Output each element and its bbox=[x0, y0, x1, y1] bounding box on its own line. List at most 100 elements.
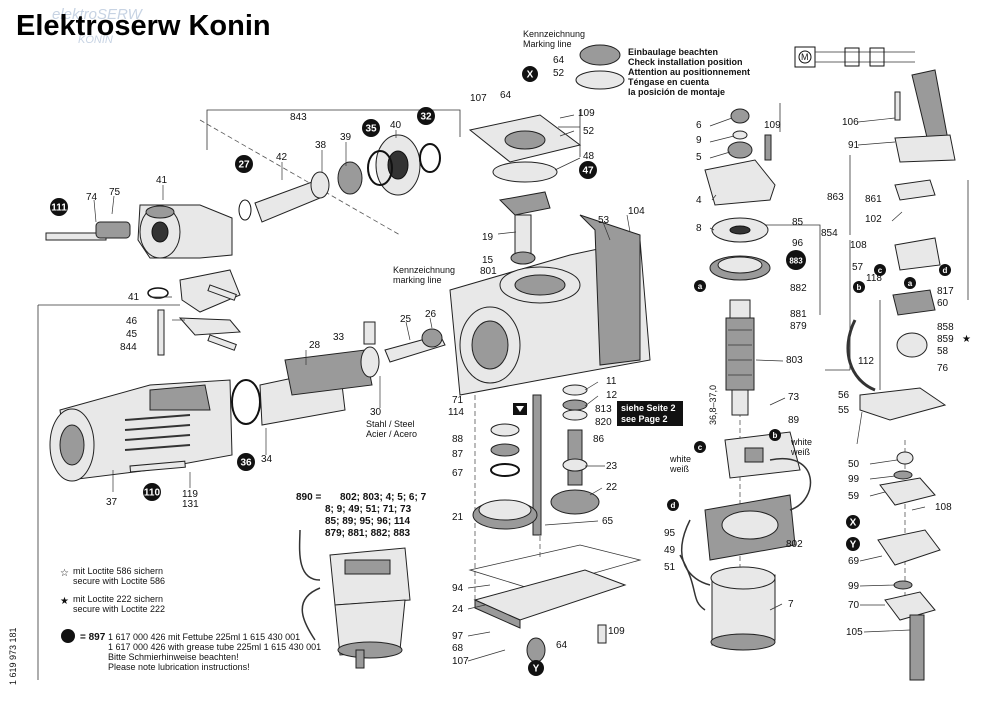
label-71: 71 bbox=[452, 395, 464, 406]
svg-text:Kennzeichnung: Kennzeichnung bbox=[523, 29, 585, 39]
label-67: 67 bbox=[452, 468, 464, 479]
label-107a: 107 bbox=[470, 93, 487, 104]
label-74: 74 bbox=[86, 192, 98, 203]
label-879: 879 bbox=[790, 321, 807, 332]
label-97: 97 bbox=[452, 631, 464, 642]
svg-text:Acier / Acero: Acier / Acero bbox=[366, 429, 417, 439]
label-28: 28 bbox=[309, 340, 321, 351]
label-56: 56 bbox=[838, 390, 850, 401]
assembled-unit-illustration bbox=[298, 529, 411, 669]
label-41b: 41 bbox=[128, 292, 140, 303]
label-6: 6 bbox=[696, 120, 702, 131]
svg-text:d: d bbox=[943, 266, 948, 275]
label-69: 69 bbox=[848, 556, 860, 567]
svg-text:35: 35 bbox=[365, 124, 377, 135]
part-switch bbox=[894, 237, 941, 271]
label-33: 33 bbox=[333, 332, 345, 343]
callout-b-left: b bbox=[769, 429, 781, 441]
label-48: 48 bbox=[583, 151, 595, 162]
svg-text:110: 110 bbox=[144, 488, 161, 499]
part-armature bbox=[725, 317, 755, 391]
svg-text:47: 47 bbox=[582, 166, 594, 177]
svg-text:Téngase en cuenta: Téngase en cuenta bbox=[628, 77, 710, 87]
striker-group bbox=[49, 321, 446, 482]
label-49: 49 bbox=[664, 545, 676, 556]
label-53: 53 bbox=[598, 215, 610, 226]
svg-text:Please note lubrication instru: Please note lubrication instructions! bbox=[108, 662, 250, 672]
label-859: 859 bbox=[937, 334, 954, 345]
part-striker bbox=[284, 349, 373, 396]
label-114: 114 bbox=[448, 407, 464, 418]
svg-text:1 617 000 426 mit Fettube 225m: 1 617 000 426 mit Fettube 225ml 1 615 43… bbox=[108, 632, 300, 642]
rear-handle-group bbox=[846, 69, 956, 681]
label-7: 7 bbox=[788, 599, 794, 610]
svg-text:marking line: marking line bbox=[393, 275, 442, 285]
page-ref-box: siehe Seite 2 see Page 2 bbox=[617, 401, 683, 426]
svg-text:Kennzeichnung: Kennzeichnung bbox=[393, 265, 455, 275]
callout-y-right: Y bbox=[846, 537, 860, 551]
label-50: 50 bbox=[848, 459, 860, 470]
label-42: 42 bbox=[276, 152, 288, 163]
svg-text:Stahl / Steel: Stahl / Steel bbox=[366, 419, 415, 429]
callout-y-bottom: Y bbox=[528, 660, 544, 676]
label-99b: 99 bbox=[848, 581, 860, 592]
svg-text:white: white bbox=[669, 454, 691, 464]
label-108a: 108 bbox=[850, 240, 867, 251]
switch-schematic: M bbox=[794, 46, 915, 68]
label-854: 854 bbox=[821, 228, 838, 239]
label-112: 112 bbox=[858, 356, 874, 367]
callout-111: 111 bbox=[50, 198, 68, 216]
material-note: Stahl / Steel Acier / Acero bbox=[366, 419, 417, 439]
watermark-sub: KONIN bbox=[78, 34, 113, 46]
label-5: 5 bbox=[696, 152, 702, 163]
svg-text:white: white bbox=[790, 437, 812, 447]
page-title: Elektroserw Konin bbox=[16, 10, 271, 42]
label-109a: 109 bbox=[578, 108, 595, 119]
label-106: 106 bbox=[842, 117, 859, 128]
label-882: 882 bbox=[790, 283, 807, 294]
label-801: 801 bbox=[480, 266, 497, 277]
svg-text:mit Loctite 222 sichern: mit Loctite 222 sichern bbox=[73, 594, 163, 604]
label-85: 85 bbox=[792, 217, 804, 228]
svg-text:X: X bbox=[527, 70, 534, 81]
label-75: 75 bbox=[109, 187, 121, 198]
callout-36: 36 bbox=[237, 453, 255, 471]
part-spring bbox=[95, 221, 131, 239]
label-52b: 52 bbox=[583, 126, 595, 137]
label-118: 118 bbox=[866, 273, 882, 284]
label-803: 803 bbox=[786, 355, 803, 366]
label-45: 45 bbox=[126, 329, 138, 340]
label-11: 11 bbox=[606, 376, 617, 387]
callout-110: 110 bbox=[143, 483, 161, 501]
callout-circles: 111 27 35 32 36 110 X 47 Y 883 X Y a b c… bbox=[50, 66, 951, 676]
label-119: 119 bbox=[182, 489, 198, 500]
svg-text:883: 883 bbox=[789, 257, 803, 266]
part-gear-22 bbox=[550, 489, 600, 515]
svg-text:Einbaulage beachten: Einbaulage beachten bbox=[628, 47, 718, 57]
label-107b: 107 bbox=[452, 656, 469, 667]
part-ring-48 bbox=[492, 161, 558, 183]
label-21: 21 bbox=[452, 512, 464, 523]
label-99a: 99 bbox=[848, 474, 860, 485]
label-70: 70 bbox=[848, 600, 860, 611]
label-58: 58 bbox=[937, 346, 949, 357]
callout-47: 47 bbox=[579, 161, 597, 179]
label-34: 34 bbox=[261, 454, 273, 465]
svg-text:Bitte Schmierhinweise beachten: Bitte Schmierhinweise beachten! bbox=[108, 652, 239, 662]
label-59: 59 bbox=[848, 491, 860, 502]
svg-text:b: b bbox=[857, 283, 862, 292]
lube-icon bbox=[513, 403, 527, 415]
callout-32: 32 bbox=[417, 107, 435, 125]
callout-d-right: d bbox=[939, 264, 951, 276]
label-858: 858 bbox=[937, 322, 954, 333]
svg-text:36: 36 bbox=[240, 458, 252, 469]
label-23: 23 bbox=[606, 461, 618, 472]
svg-text:secure with Loctite 222: secure with Loctite 222 bbox=[73, 604, 165, 614]
svg-text:85; 89; 95; 96; 114: 85; 89; 95; 96; 114 bbox=[325, 516, 410, 527]
callout-c-left: c bbox=[694, 441, 706, 453]
label-60: 60 bbox=[937, 298, 949, 309]
label-68: 68 bbox=[452, 643, 464, 654]
label-30: 30 bbox=[370, 407, 382, 418]
part-cover bbox=[859, 387, 947, 421]
